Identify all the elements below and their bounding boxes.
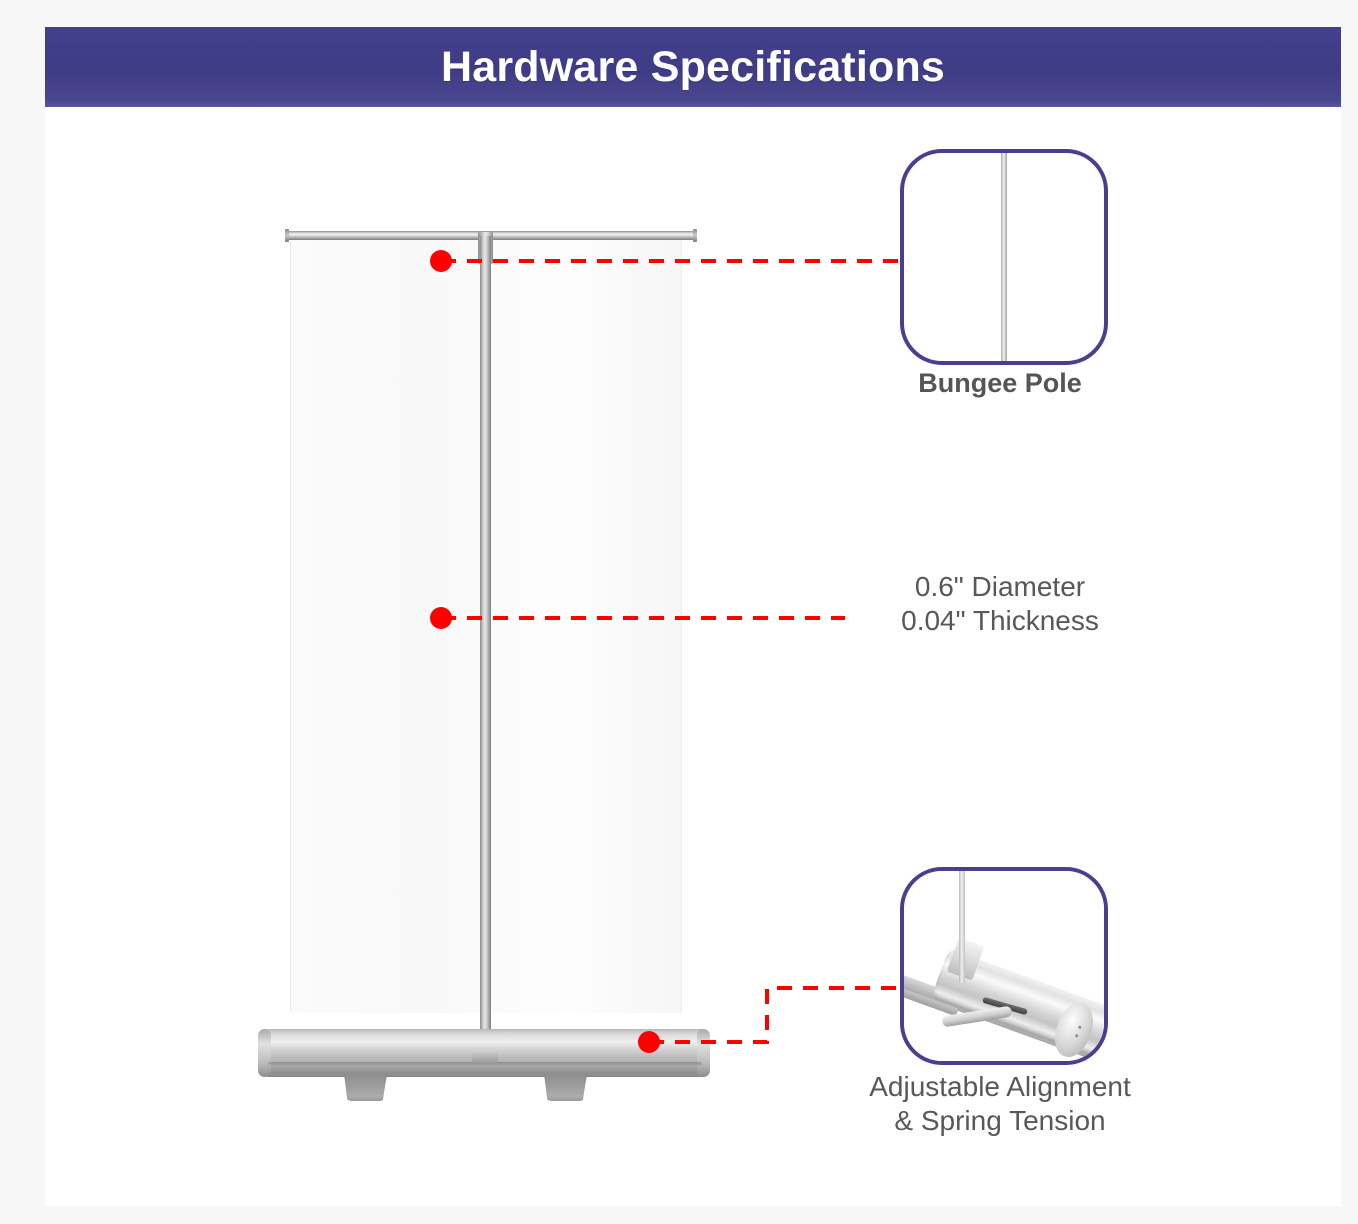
bungee-pole: [480, 236, 491, 1041]
base-center-knob: [472, 1052, 498, 1063]
header-bar: Hardware Specifications: [45, 27, 1341, 107]
page-title: Hardware Specifications: [440, 42, 946, 91]
bungee-pole-closeup-icon: [1001, 153, 1007, 361]
top-rail-end-cap-left: [285, 229, 289, 242]
end-cap-screw-upper: [1077, 1025, 1082, 1030]
top-rail-end-cap-right: [693, 229, 697, 242]
base-end-cap-right: [697, 1029, 710, 1077]
end-cap-screw-lower: [1074, 1033, 1079, 1038]
callout-label-base-hardware: Adjustable Alignment & Spring Tension: [869, 1071, 1131, 1137]
base-end-cap-left: [258, 1029, 271, 1077]
callout-label-bungee-pole: Bungee Pole: [918, 368, 1082, 398]
base-closeup-pole: [959, 871, 965, 983]
banner-stand-illustration: [240, 212, 710, 1102]
stabilizer-foot-left: [344, 1074, 387, 1101]
callout-label-pole-dimensions: 0.6" Diameter 0.04" Thickness: [901, 571, 1099, 637]
spec-card: Hardware Specifications Bungee Pole 0.6"…: [45, 27, 1341, 1206]
callout-box-base-hardware: [900, 867, 1108, 1065]
callout-box-bungee-pole: [900, 149, 1108, 365]
base-rail-closeup-icon: [904, 871, 1104, 1061]
base-groove: [268, 1062, 702, 1067]
stabilizer-foot-right: [544, 1074, 587, 1101]
